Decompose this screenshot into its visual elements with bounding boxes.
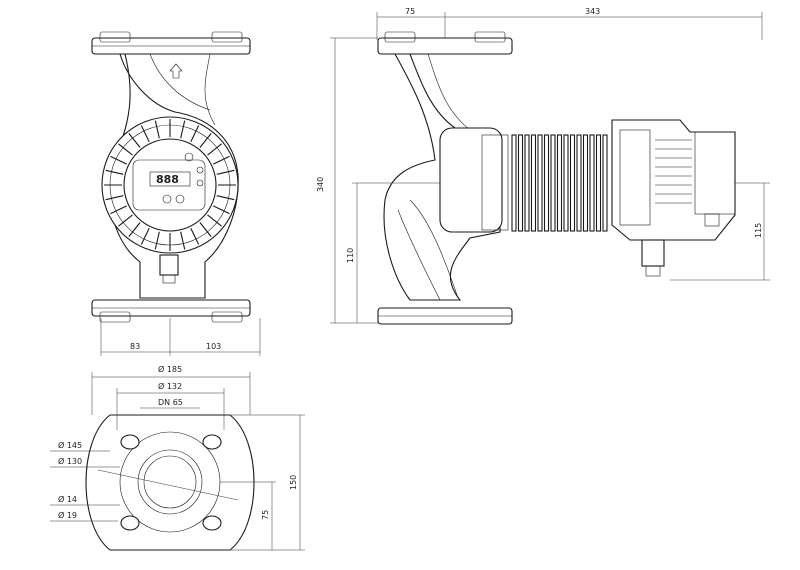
side-fin bbox=[556, 134, 563, 232]
front-fin bbox=[216, 169, 235, 175]
display-digits: 888 bbox=[156, 173, 179, 186]
electronics-fins bbox=[655, 139, 692, 204]
side-fin bbox=[576, 134, 582, 232]
dim-83: 83 bbox=[130, 342, 140, 351]
cooling-fins-front bbox=[104, 119, 236, 251]
dim-d130: Ø 130 bbox=[58, 456, 82, 466]
side-fin bbox=[563, 134, 569, 232]
dim-dn65: DN 65 bbox=[158, 398, 183, 407]
dim-d145: Ø 145 bbox=[58, 440, 82, 450]
dim-115: 115 bbox=[754, 223, 763, 238]
front-fin bbox=[110, 155, 127, 165]
front-fin bbox=[105, 169, 124, 175]
side-fin bbox=[511, 134, 517, 232]
front-fin bbox=[128, 222, 141, 237]
dim-150: 150 bbox=[289, 475, 298, 490]
front-fin bbox=[213, 205, 230, 215]
side-fin bbox=[537, 134, 543, 232]
front-fin bbox=[128, 133, 141, 148]
side-fin bbox=[589, 134, 595, 232]
dim-75-flange: 75 bbox=[261, 510, 270, 520]
side-fin bbox=[517, 134, 524, 232]
dim-d19: Ø 19 bbox=[58, 510, 77, 520]
side-fin bbox=[595, 134, 602, 232]
front-fin bbox=[154, 120, 160, 139]
dim-340: 340 bbox=[316, 177, 325, 192]
dim-d185: Ø 185 bbox=[158, 364, 182, 374]
dim-103: 103 bbox=[206, 342, 221, 351]
flange-view: Ø 185 Ø 132 DN 65 Ø 145 Ø 130 Ø 14 Ø 19 … bbox=[50, 364, 305, 551]
dim-110: 110 bbox=[346, 248, 355, 263]
flow-arrow-up-icon bbox=[169, 63, 183, 79]
dim-343: 343 bbox=[585, 7, 600, 16]
side-fin bbox=[543, 134, 550, 232]
dim-d14: Ø 14 bbox=[58, 494, 77, 504]
side-fin bbox=[569, 134, 576, 232]
cooling-fins-side bbox=[511, 134, 608, 232]
dim-75-top: 75 bbox=[405, 7, 415, 16]
front-fin bbox=[110, 205, 127, 215]
side-fin bbox=[530, 134, 537, 232]
front-fin bbox=[118, 214, 133, 227]
front-fin bbox=[213, 155, 230, 165]
front-fin bbox=[180, 120, 186, 139]
front-fin bbox=[207, 143, 222, 156]
front-fin bbox=[207, 214, 222, 227]
front-fin bbox=[199, 222, 212, 237]
front-fin bbox=[105, 195, 124, 201]
front-fin bbox=[190, 228, 200, 245]
front-fin bbox=[154, 231, 160, 250]
front-fin bbox=[180, 231, 186, 250]
front-view: 888 83 103 bbox=[91, 31, 261, 356]
side-fin bbox=[524, 134, 530, 232]
front-fin bbox=[190, 125, 200, 142]
front-fin bbox=[199, 133, 212, 148]
front-fin bbox=[140, 125, 150, 142]
side-fin bbox=[602, 134, 608, 232]
side-view: 75 343 340 110 bbox=[316, 7, 770, 325]
dim-d132: Ø 132 bbox=[158, 381, 182, 391]
front-fin bbox=[140, 228, 150, 245]
side-fin bbox=[550, 134, 556, 232]
side-fin bbox=[582, 134, 589, 232]
display-panel: 888 bbox=[149, 171, 191, 187]
front-fin bbox=[216, 195, 235, 201]
front-fin bbox=[118, 143, 133, 156]
